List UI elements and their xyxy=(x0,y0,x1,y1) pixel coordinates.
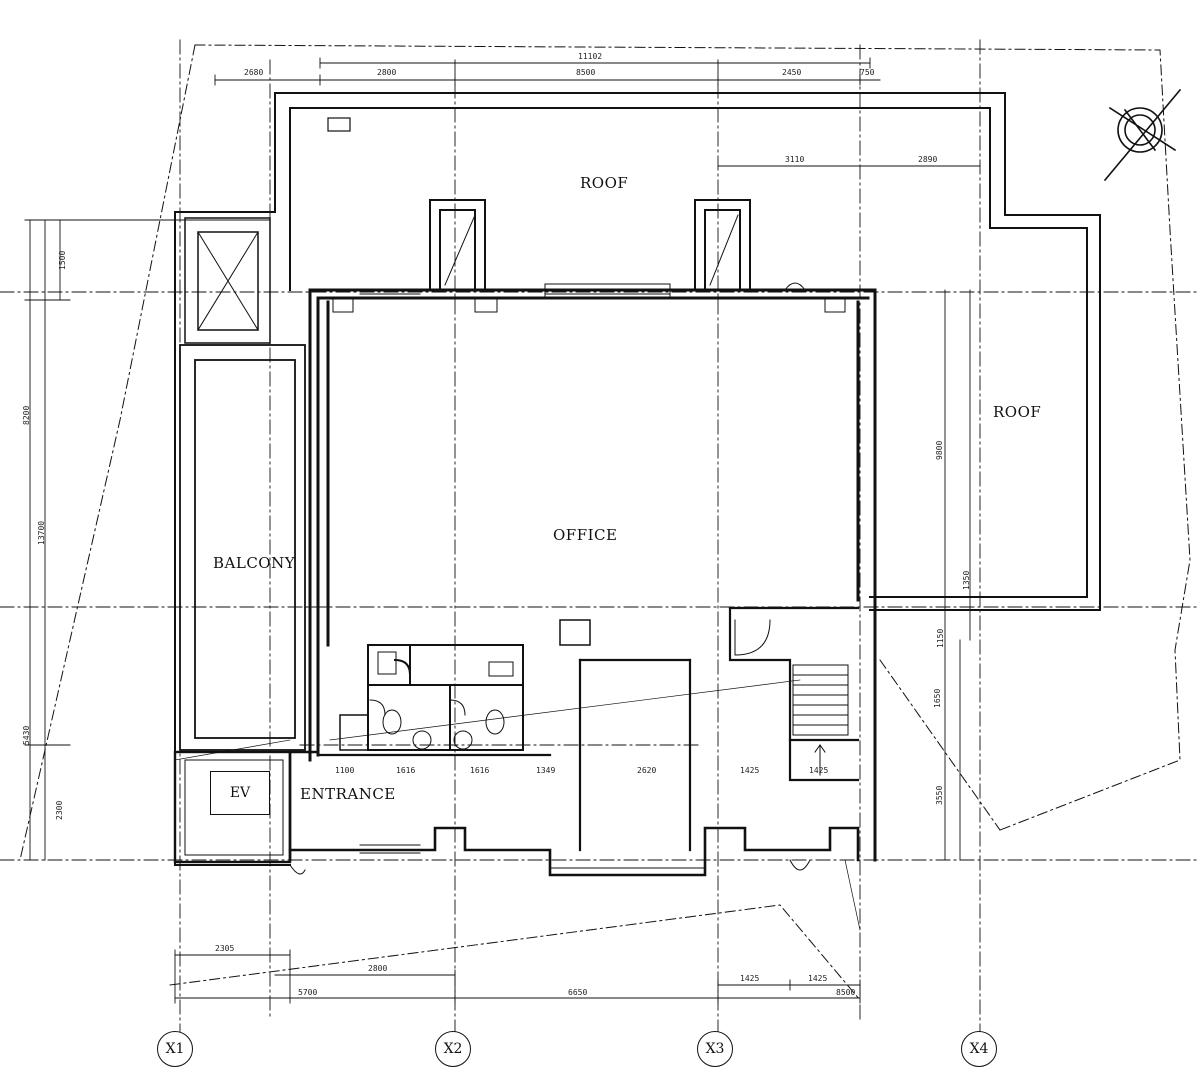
dim-left-a: 1500 xyxy=(58,250,67,270)
entrance-label: ENTRANCE xyxy=(300,785,396,803)
dim-bottom-e: 5700 xyxy=(298,988,318,997)
dim-bottom-d: 1425 xyxy=(808,974,828,983)
dim-bottom-f: 6650 xyxy=(568,988,588,997)
dim-right-d: 3550 xyxy=(935,785,944,805)
pantry-box xyxy=(339,619,591,751)
axis-marker-x4: X4 xyxy=(961,1031,997,1067)
dim-top-left: 2680 xyxy=(244,68,264,77)
dim-top-right: 2450 xyxy=(782,68,802,77)
dim-roof-right-a: 3110 xyxy=(785,155,805,164)
balcony-outline xyxy=(179,344,306,751)
office-label: OFFICE xyxy=(553,526,618,544)
dim-bottom-c: 1425 xyxy=(740,974,760,983)
north-arrow xyxy=(1103,88,1182,182)
void-shaft xyxy=(184,217,271,344)
dim-row-7: 1425 xyxy=(809,766,829,775)
dim-row-2: 1616 xyxy=(396,766,416,775)
dim-top-span: 8500 xyxy=(576,68,596,77)
dim-row-3: 1616 xyxy=(470,766,490,775)
dim-bottom-b: 2800 xyxy=(368,964,388,973)
roof-parapet xyxy=(174,92,1101,866)
dim-bottom-a: 2305 xyxy=(215,944,235,953)
dim-row-4: 1349 xyxy=(536,766,556,775)
dim-top-mid: 2800 xyxy=(377,68,397,77)
dim-roof-right-b: 2890 xyxy=(918,155,938,164)
dim-top-total: 11102 xyxy=(578,52,603,61)
dim-right-a: 9800 xyxy=(935,440,944,460)
roof-shafts xyxy=(429,199,751,291)
office-walls xyxy=(308,288,877,862)
roof-label-top: ROOF xyxy=(580,174,629,192)
bottom-walls xyxy=(288,750,860,877)
axis-marker-x2: X2 xyxy=(435,1031,471,1067)
property-boundary xyxy=(19,44,1191,1001)
balcony-label: BALCONY xyxy=(213,554,296,572)
dim-left-d: 5430 xyxy=(22,725,31,745)
dim-left-b: 8200 xyxy=(22,405,31,425)
stair xyxy=(792,664,849,776)
dim-right-e: 1350 xyxy=(962,570,971,590)
top-dimension-lines xyxy=(214,57,981,167)
dim-right-c: 1650 xyxy=(933,688,942,708)
roof-label-right: ROOF xyxy=(993,403,1042,421)
dim-left-c: 13700 xyxy=(37,520,46,545)
dim-row-6: 1425 xyxy=(740,766,760,775)
left-dimension-lines xyxy=(24,219,271,861)
axis-marker-x3: X3 xyxy=(697,1031,733,1067)
bottom-dimension-lines xyxy=(174,949,861,1004)
door-swings xyxy=(289,619,811,875)
top-windows xyxy=(332,282,846,313)
dim-left-e: 2300 xyxy=(55,800,64,820)
roof-vent xyxy=(327,117,351,132)
axis-marker-x1: X1 xyxy=(157,1031,193,1067)
toilet-block xyxy=(367,644,524,751)
partitions xyxy=(316,606,860,852)
dim-row-5: 2620 xyxy=(637,766,657,775)
dim-right-b: 1150 xyxy=(936,628,945,648)
dim-top-end: 750 xyxy=(860,68,875,77)
dim-bottom-g: 8500 xyxy=(836,988,856,997)
construction-lines xyxy=(174,679,861,931)
grid-axis-lines xyxy=(0,39,1200,1036)
right-dimension-lines xyxy=(944,289,971,861)
ev-label: EV xyxy=(210,771,270,815)
dim-row-1: 1100 xyxy=(335,766,355,775)
